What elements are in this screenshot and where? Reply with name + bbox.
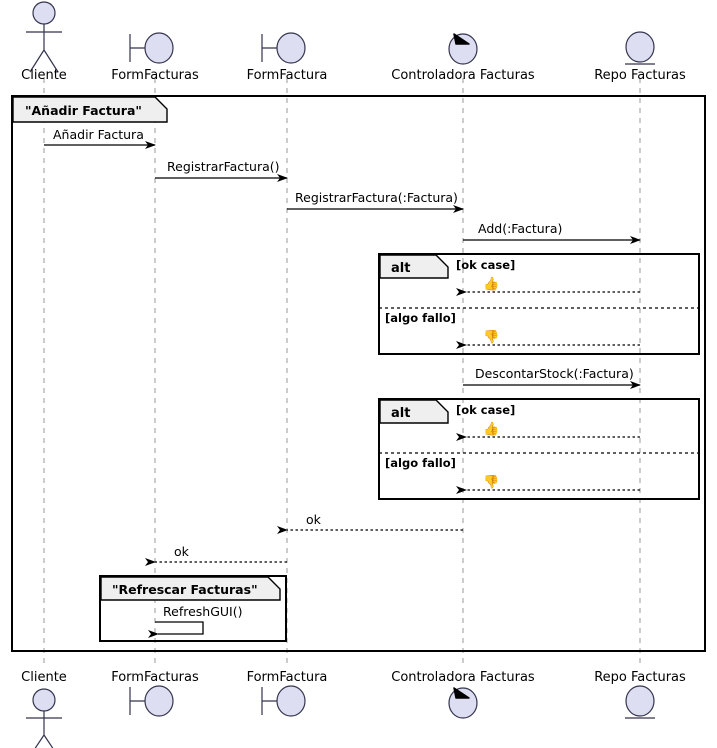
message-label: ok — [306, 512, 322, 527]
fragment-border — [11, 95, 706, 652]
fragment-guard-label: [ok case] — [456, 258, 515, 272]
fragment-tab — [100, 576, 281, 601]
fragment-alt-2: alt [ok case] 👍 [algo fallo] 👎 — [378, 398, 700, 500]
message-descontarstock[interactable]: DescontarStock(:Factura) — [463, 366, 641, 389]
message-registrarfactura[interactable]: RegistrarFactura() — [155, 159, 288, 182]
participant-formfacturas-bottom[interactable]: FormFacturas — [111, 670, 199, 717]
actor-stick-figure-icon — [32, 688, 56, 712]
boundary-icon — [261, 34, 277, 62]
message-label: RegistrarFactura() — [167, 159, 280, 174]
participant-label: Cliente — [21, 670, 67, 685]
message-alt2-ok-return[interactable]: 👍 — [456, 421, 640, 441]
message-label: ok — [174, 544, 190, 559]
message-add-factura[interactable]: Add(:Factura) — [463, 221, 641, 244]
message-label: RegistrarFactura(:Factura) — [295, 190, 458, 205]
message-alt1-ok-return[interactable]: 👍 — [456, 276, 640, 296]
message-anadir-factura[interactable]: Añadir Factura — [44, 127, 156, 149]
actor-stick-figure-icon — [32, 1, 56, 25]
fragment-guard-label: [ok case] — [456, 403, 515, 417]
participant-label: Controladora Facturas — [391, 68, 535, 83]
thumbs-up-icon: 👍 — [483, 421, 499, 437]
participant-controladora-facturas-top[interactable]: Controladora Facturas — [391, 33, 535, 83]
participants-top: Cliente FormFacturas FormFactura Control… — [21, 1, 686, 83]
participant-label: Controladora Facturas — [391, 670, 535, 685]
message-label: RefreshGUI() — [163, 604, 242, 619]
participant-repo-facturas-top[interactable]: Repo Facturas — [594, 31, 686, 83]
participant-label: FormFacturas — [111, 68, 199, 83]
participant-repo-facturas-bottom[interactable]: Repo Facturas — [594, 670, 686, 719]
message-ok-formfactura-formfacturas[interactable]: ok — [145, 544, 287, 566]
fragment-label: "Refrescar Facturas" — [112, 582, 258, 597]
boundary-circle-icon — [144, 685, 174, 717]
messages-group: Añadir Factura RegistrarFactura() Regist… — [44, 127, 641, 566]
fragment-refrescar-facturas: "Refrescar Facturas" RefreshGUI() — [99, 575, 287, 642]
boundary-icon — [129, 34, 145, 62]
fragment-guard-label: [algo fallo] — [385, 456, 456, 470]
message-refreshgui-self[interactable]: RefreshGUI() — [148, 604, 242, 638]
fragment-operator-label: alt — [391, 406, 410, 421]
thumbs-down-icon: 👎 — [483, 474, 499, 490]
participants-bottom: Cliente FormFacturas FormFactura Control… — [21, 670, 686, 748]
participant-formfactura-top[interactable]: FormFactura — [247, 32, 328, 83]
participant-formfactura-bottom[interactable]: FormFactura — [247, 670, 328, 717]
boundary-circle-icon — [276, 685, 306, 717]
fragment-tab — [379, 399, 449, 424]
participant-cliente-top[interactable]: Cliente — [21, 1, 67, 83]
boundary-circle-icon — [144, 32, 174, 64]
message-registrarfactura-factura[interactable]: RegistrarFactura(:Factura) — [287, 190, 464, 213]
message-alt1-fail-return[interactable]: 👎 — [456, 329, 640, 349]
fragment-border — [99, 575, 287, 642]
fragment-tab — [12, 96, 168, 123]
participant-controladora-facturas-bottom[interactable]: Controladora Facturas — [391, 670, 535, 719]
participant-label: Cliente — [21, 68, 67, 83]
fragment-operator-label: alt — [391, 261, 410, 276]
fragment-alt-1: alt [ok case] 👍 [algo fallo] 👎 — [378, 253, 700, 355]
participant-label: Repo Facturas — [594, 670, 686, 685]
fragment-tab — [379, 254, 449, 279]
entity-circle-icon — [625, 31, 655, 63]
entity-circle-icon — [625, 685, 655, 717]
fragment-guard-label: [algo fallo] — [385, 311, 456, 325]
participant-label: FormFacturas — [111, 670, 199, 685]
thumbs-up-icon: 👍 — [483, 276, 499, 292]
control-circle-icon — [448, 687, 478, 719]
control-arrow-icon — [453, 687, 470, 699]
boundary-circle-icon — [276, 32, 306, 64]
actor-body-icon — [26, 24, 62, 73]
fragment-anadir-factura: "Añadir Factura" — [11, 95, 706, 652]
fragment-label: "Añadir Factura" — [25, 103, 142, 118]
thumbs-down-icon: 👎 — [483, 329, 499, 345]
message-label: Añadir Factura — [53, 127, 144, 142]
lifelines-group — [43, 78, 641, 668]
participant-label: Repo Facturas — [594, 68, 686, 83]
participant-formfacturas-top[interactable]: FormFacturas — [111, 32, 199, 83]
message-ok-controladora-formfactura[interactable]: ok — [277, 512, 463, 534]
message-label: DescontarStock(:Factura) — [475, 366, 634, 381]
participant-label: FormFactura — [247, 670, 328, 685]
control-arrow-icon — [453, 33, 470, 45]
participant-label: FormFactura — [247, 68, 328, 83]
self-message-arrow — [148, 621, 204, 638]
fragment-border — [378, 398, 700, 500]
participant-cliente-bottom[interactable]: Cliente — [21, 670, 67, 748]
fragment-border — [378, 253, 700, 355]
message-label: Add(:Factura) — [478, 221, 562, 236]
control-circle-icon — [448, 33, 478, 65]
actor-body-icon — [26, 711, 62, 748]
boundary-icon — [129, 687, 145, 715]
message-alt2-fail-return[interactable]: 👎 — [456, 474, 640, 494]
boundary-icon — [261, 687, 277, 715]
